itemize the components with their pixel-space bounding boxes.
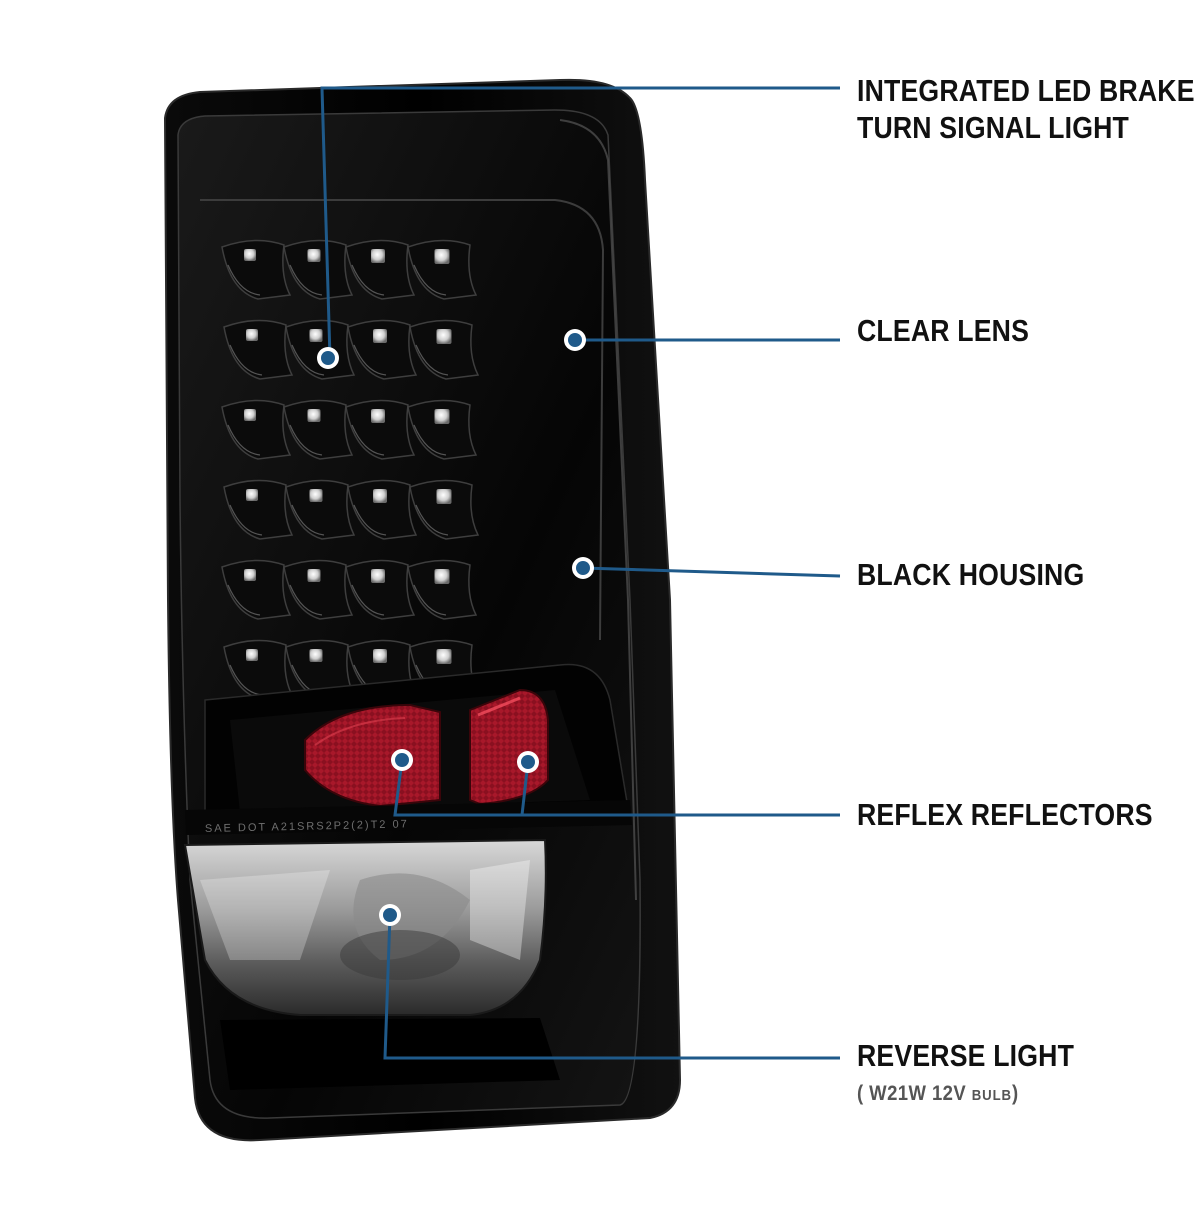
callout-clear-lens: CLEAR LENS	[857, 313, 1030, 348]
callout-dot-reverse	[379, 904, 401, 926]
callout-lines	[320, 86, 841, 1060]
led-chip	[246, 489, 258, 501]
led-cup	[283, 239, 354, 300]
led-cup	[345, 559, 416, 620]
led-chip	[373, 329, 387, 343]
led-cup	[409, 319, 480, 380]
led-cup-highlight	[353, 344, 387, 376]
callout-reverse-light: REVERSE LIGHT	[857, 1038, 1075, 1073]
led-chip	[434, 249, 450, 264]
led-chip	[244, 249, 256, 261]
led-cup-highlight	[413, 584, 447, 616]
callout-dot-reflector-right	[517, 751, 539, 773]
led-chip	[434, 569, 450, 584]
dot-marking: SAE DOT A21SRS2P2(2)T2 07	[205, 818, 409, 835]
led-cup	[221, 399, 292, 460]
led-chip	[246, 329, 258, 341]
led-cup-highlight	[229, 504, 263, 536]
led-chip	[434, 409, 450, 424]
led-cup	[223, 639, 294, 700]
led-cup	[221, 559, 292, 620]
led-cup-highlight	[227, 264, 261, 296]
led-chip	[307, 409, 321, 422]
bulb-voltage: 12V	[931, 1082, 967, 1105]
callout-dot-lens	[564, 329, 586, 351]
led-cup	[409, 479, 480, 540]
led-chip	[244, 409, 256, 421]
reflector-right	[469, 688, 549, 806]
led-chip	[307, 569, 321, 582]
callout-dot-housing	[572, 557, 594, 579]
led-cup	[285, 639, 356, 700]
led-cup	[407, 239, 478, 300]
callout-dot-reflector-left	[391, 749, 413, 771]
callout-led-line1: INTEGRATED LED BRAKE &	[857, 73, 1200, 108]
led-cup-highlight	[291, 344, 325, 376]
led-cup-highlight	[289, 424, 323, 456]
led-chip	[244, 569, 256, 581]
led-chip	[309, 489, 323, 502]
led-cup	[347, 319, 418, 380]
callout-reverse-bulb: ( W21W 12V BULB)	[857, 1082, 1019, 1106]
led-cup	[283, 559, 354, 620]
led-cup-highlight	[227, 424, 261, 456]
led-cup	[221, 239, 292, 300]
led-cup-highlight	[291, 504, 325, 536]
callout-black-housing: BLACK HOUSING	[857, 557, 1085, 592]
led-chip	[371, 569, 385, 583]
led-chip	[371, 249, 385, 263]
led-cup	[223, 319, 294, 380]
callout-reflex-reflectors: REFLEX REFLECTORS	[857, 797, 1153, 832]
led-cup	[345, 239, 416, 300]
paren-open: (	[857, 1082, 864, 1105]
led-cup	[223, 479, 294, 540]
led-chip	[309, 649, 323, 662]
led-cup	[407, 559, 478, 620]
led-chip	[309, 329, 323, 342]
led-chip	[246, 649, 258, 661]
led-chip	[436, 329, 452, 344]
callout-dot-led	[317, 347, 339, 369]
led-cup-highlight	[289, 264, 323, 296]
led-cup-highlight	[415, 504, 449, 536]
reflector-left	[304, 703, 441, 808]
led-cup	[347, 479, 418, 540]
led-cup-highlight	[353, 504, 387, 536]
led-cup-highlight	[351, 424, 385, 456]
led-cup-highlight	[289, 584, 323, 616]
led-cup-highlight	[227, 584, 261, 616]
led-chip	[436, 649, 452, 664]
led-chip	[373, 649, 387, 663]
led-cup-highlight	[229, 344, 263, 376]
callout-dots	[317, 329, 594, 926]
led-cup-highlight	[415, 344, 449, 376]
led-cup	[345, 399, 416, 460]
led-cup	[285, 479, 356, 540]
led-chip	[373, 489, 387, 503]
led-chip	[436, 489, 452, 504]
led-array	[221, 239, 480, 700]
paren-close: )	[1011, 1082, 1019, 1105]
led-cup-highlight	[413, 424, 447, 456]
bulb-unit: BULB	[971, 1087, 1012, 1104]
led-chip	[371, 409, 385, 423]
bulb-type: W21W	[869, 1082, 927, 1105]
led-cup	[285, 319, 356, 380]
led-chip	[307, 249, 321, 262]
led-cup-highlight	[351, 584, 385, 616]
led-cup	[407, 399, 478, 460]
led-cup-highlight	[413, 264, 447, 296]
callout-led-line2: TURN SIGNAL LIGHT	[857, 110, 1129, 145]
led-cup	[283, 399, 354, 460]
led-cup-highlight	[351, 264, 385, 296]
